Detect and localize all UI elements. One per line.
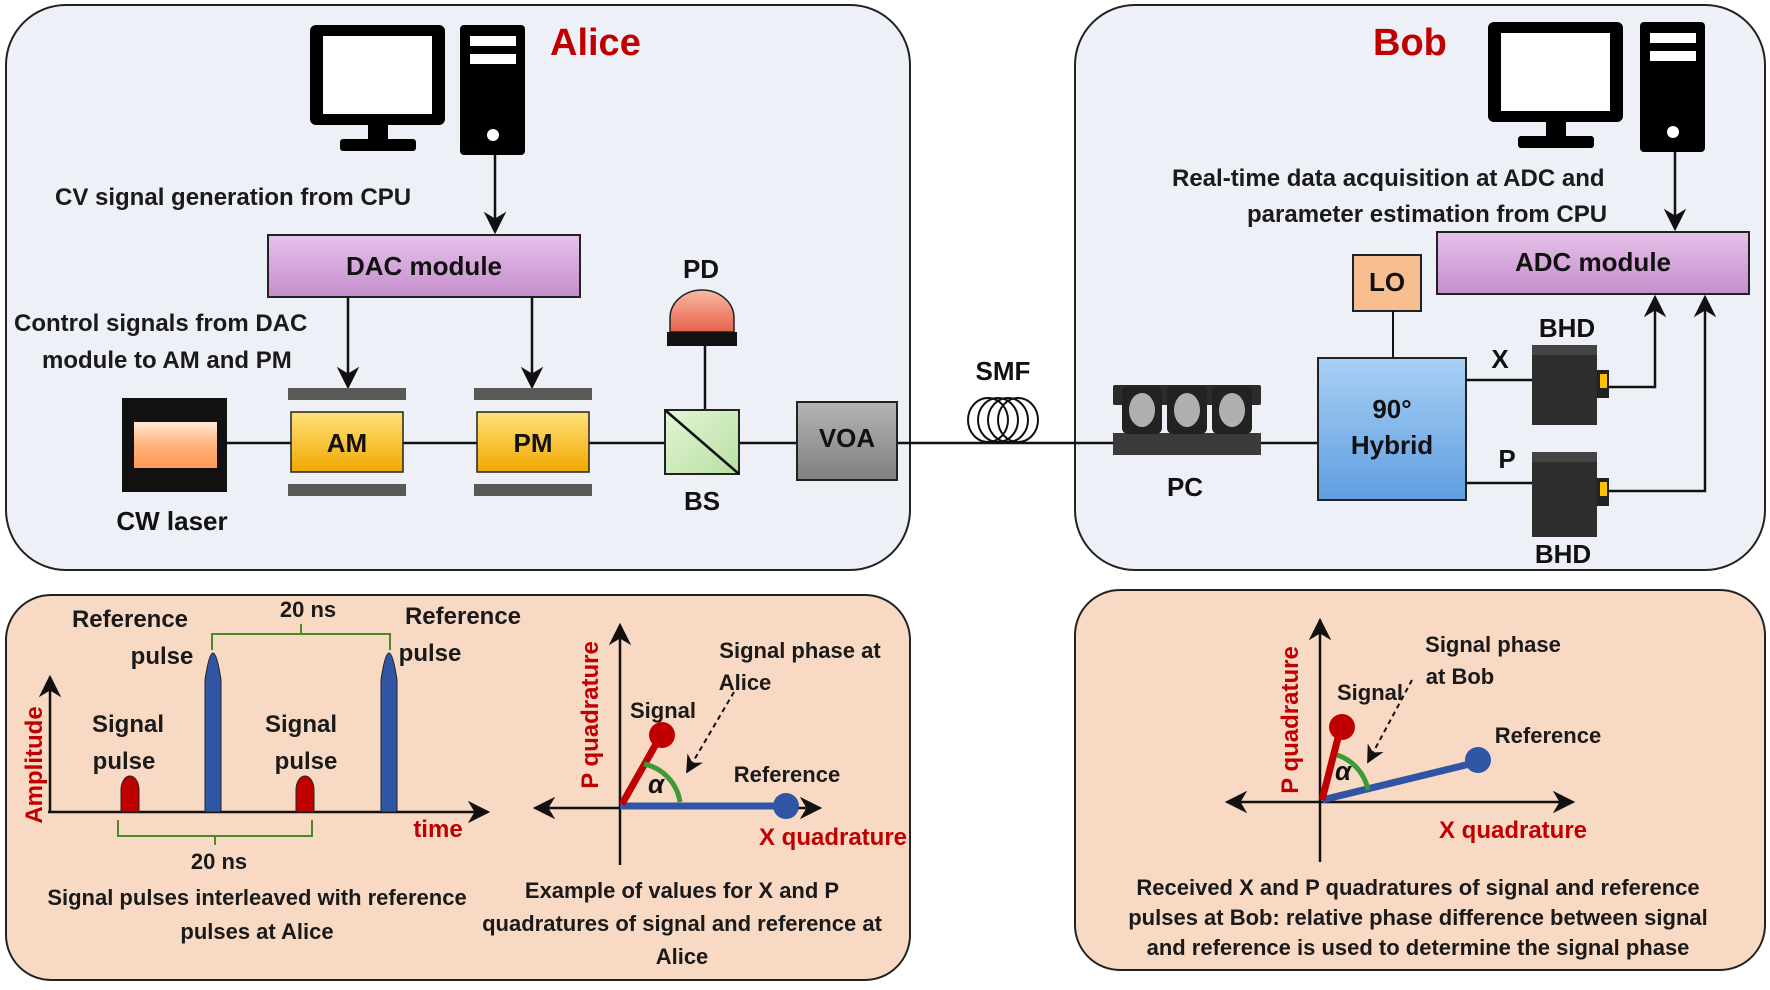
bob-x-axis-label: X quadrature [1439, 817, 1587, 844]
time-axis-label: time [413, 816, 462, 843]
pulse-caption-1: Signal pulses interleaved with reference [47, 885, 466, 910]
bob-signal-label: Signal [1337, 680, 1403, 705]
voa-box [796, 401, 898, 481]
beam-splitter-icon [664, 409, 740, 475]
am-label: AM [327, 428, 367, 458]
lo-box [1352, 254, 1422, 312]
alice-phase-caption-3: Alice [656, 944, 709, 969]
bob-phase-caption-1: Received X and P quadratures of signal a… [1136, 875, 1699, 900]
signal-left-label-2: pulse [93, 748, 156, 775]
signal-pulse-right [295, 775, 315, 813]
adc-label: ADC module [1515, 247, 1671, 277]
hybrid-box [1317, 357, 1467, 501]
ref-left-label-2: pulse [131, 643, 194, 670]
alice-cpu-caption: CV signal generation from CPU [55, 184, 411, 211]
ref-left-label-1: Reference [72, 606, 188, 633]
bob-caption-1: Real-time data acquisition at ADC and [1172, 165, 1605, 192]
bhd-top-icon [1532, 345, 1609, 425]
signal-pulse-left [120, 775, 140, 813]
alice-signal-point [649, 722, 675, 748]
spacing-bottom-label: 20 ns [191, 849, 247, 874]
alice-title: Alice [550, 22, 641, 64]
polarization-controller-icon [1113, 385, 1261, 455]
cw-laser-icon [122, 398, 227, 492]
alice-p-axis-label: P quadrature [577, 641, 604, 789]
bhd-top-label: BHD [1539, 313, 1595, 343]
reference-pulse-left [204, 652, 222, 813]
alice-x-axis-label: X quadrature [759, 824, 907, 851]
pulse-panel [5, 594, 911, 981]
bhd-bottom-label: BHD [1535, 539, 1591, 569]
control-caption-2: module to AM and PM [42, 347, 292, 374]
reference-pulse-right [380, 652, 398, 813]
hybrid-label-1: 90° [1372, 394, 1411, 424]
bob-phase-label-2: at Bob [1426, 664, 1494, 689]
alice-computer-icon [310, 25, 525, 155]
laser-label: CW laser [116, 506, 227, 536]
lo-label: LO [1369, 267, 1405, 297]
pc-label: PC [1167, 472, 1203, 502]
control-caption-1: Control signals from DAC [14, 310, 307, 337]
alice-alpha-label: α [648, 769, 666, 799]
bob-phase-panel [1074, 589, 1766, 971]
bob-phase-caption-2: pulses at Bob: relative phase difference… [1128, 905, 1708, 930]
alice-phase-label-2: Alice [719, 670, 772, 695]
bob-p-axis-label: P quadrature [1277, 646, 1304, 794]
alice-phase-caption-2: quadratures of signal and reference at [482, 911, 882, 936]
dac-module [267, 234, 581, 298]
alice-reference-label: Reference [734, 762, 840, 787]
spacing-top-label: 20 ns [280, 597, 336, 622]
p-output-label: P [1498, 444, 1515, 474]
ref-right-label-1: Reference [405, 603, 521, 630]
bob-reference-point [1465, 747, 1491, 773]
bob-title: Bob [1373, 22, 1447, 64]
bhd-bottom-icon [1532, 452, 1609, 537]
bob-phase-label-1: Signal phase [1425, 632, 1561, 657]
photodiode-icon [667, 289, 737, 346]
bob-reference-label: Reference [1495, 723, 1601, 748]
bs-label: BS [684, 486, 720, 516]
dac-label: DAC module [346, 251, 502, 281]
alice-signal-label: Signal [630, 698, 696, 723]
bob-caption-2: parameter estimation from CPU [1247, 201, 1607, 228]
alice-phase-label-1: Signal phase at [719, 638, 881, 663]
amplitude-axis-label: Amplitude [21, 706, 48, 823]
signal-right-label-1: Signal [265, 711, 337, 738]
alice-phase-caption-1: Example of values for X and P [525, 878, 839, 903]
voa-label: VOA [819, 423, 876, 453]
pd-label: PD [683, 254, 719, 284]
pulse-caption-2: pulses at Alice [180, 919, 333, 944]
hybrid-label-2: Hybrid [1351, 430, 1433, 460]
signal-left-label-1: Signal [92, 711, 164, 738]
bob-computer-icon [1488, 22, 1705, 152]
bob-phase-caption-3: and reference is used to determine the s… [1147, 935, 1690, 960]
fiber-coil-icon [967, 397, 1039, 443]
pm-modulator [474, 388, 592, 496]
bob-alpha-label: α [1335, 756, 1353, 786]
alice-reference-point [773, 793, 799, 819]
ref-right-label-2: pulse [399, 640, 462, 667]
am-modulator [288, 388, 406, 496]
x-output-label: X [1491, 344, 1509, 374]
bob-signal-point [1329, 714, 1355, 740]
adc-module [1436, 231, 1750, 295]
signal-right-label-2: pulse [275, 748, 338, 775]
smf-label: SMF [976, 356, 1031, 386]
pm-label: PM [514, 428, 553, 458]
